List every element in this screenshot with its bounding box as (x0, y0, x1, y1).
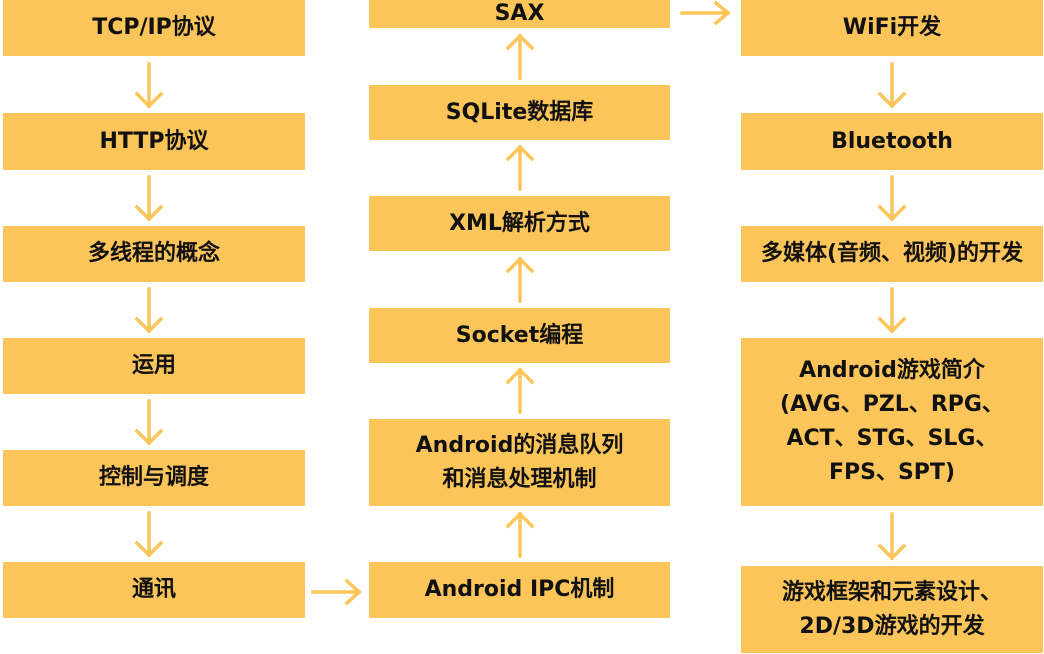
node-label: Android游戏简介 (AVG、PZL、RPG、 ACT、STG、SLG、 F… (780, 358, 1004, 485)
node-label: 通讯 (131, 577, 176, 602)
node-label: 多媒体(音频、视频)的开发 (760, 241, 1024, 266)
arrow-up (504, 256, 536, 303)
node-label: 控制与调度 (98, 465, 209, 490)
node-control-scheduling: 控制与调度 (3, 450, 305, 506)
node-bluetooth: Bluetooth (741, 113, 1043, 170)
node-xml-parsing: XML解析方式 (369, 196, 670, 251)
node-label: Android的消息队列 和消息处理机制 (415, 432, 624, 492)
arrow-right (680, 0, 732, 28)
node-communication: 通讯 (3, 562, 305, 618)
node-android-ipc: Android IPC机制 (369, 562, 670, 618)
node-label: 运用 (131, 353, 176, 378)
arrow-down (876, 287, 908, 334)
node-game-framework-design: 游戏框架和元素设计、 2D/3D游戏的开发 (741, 566, 1043, 653)
arrow-down (133, 511, 165, 558)
node-http-protocol: HTTP协议 (3, 113, 305, 170)
node-label: 游戏框架和元素设计、 2D/3D游戏的开发 (781, 579, 1002, 639)
node-label: Bluetooth (831, 128, 953, 154)
node-android-message-queue: Android的消息队列 和消息处理机制 (369, 419, 670, 506)
arrow-up (504, 33, 536, 80)
node-label: TCP/IP协议 (92, 15, 216, 40)
node-sax: SAX (369, 0, 670, 28)
node-multimedia-development: 多媒体(音频、视频)的开发 (741, 226, 1043, 282)
node-android-game-intro: Android游戏简介 (AVG、PZL、RPG、 ACT、STG、SLG、 F… (741, 338, 1043, 506)
node-sqlite-database: SQLite数据库 (369, 85, 670, 140)
node-usage: 运用 (3, 338, 305, 394)
node-label: Socket编程 (455, 322, 584, 348)
node-label: WiFi开发 (842, 15, 942, 40)
node-label: HTTP协议 (99, 128, 209, 154)
node-socket-programming: Socket编程 (369, 308, 670, 363)
arrow-up (504, 144, 536, 191)
arrow-down (133, 175, 165, 222)
arrow-right (311, 577, 363, 607)
arrow-down (876, 62, 908, 109)
node-label: XML解析方式 (449, 210, 590, 236)
arrow-down (133, 399, 165, 446)
arrow-down (876, 512, 908, 561)
node-label: SQLite数据库 (445, 99, 594, 125)
arrow-down (133, 62, 165, 109)
arrow-up (504, 511, 536, 558)
node-label: Android IPC机制 (424, 577, 615, 602)
arrow-down (133, 287, 165, 334)
arrow-up (504, 367, 536, 414)
node-label: SAX (494, 1, 545, 26)
node-tcp-ip-protocol: TCP/IP协议 (3, 0, 305, 56)
node-wifi-development: WiFi开发 (741, 0, 1043, 56)
node-label: 多线程的概念 (87, 241, 220, 266)
arrow-down (876, 175, 908, 222)
node-multithreading-concept: 多线程的概念 (3, 226, 305, 282)
